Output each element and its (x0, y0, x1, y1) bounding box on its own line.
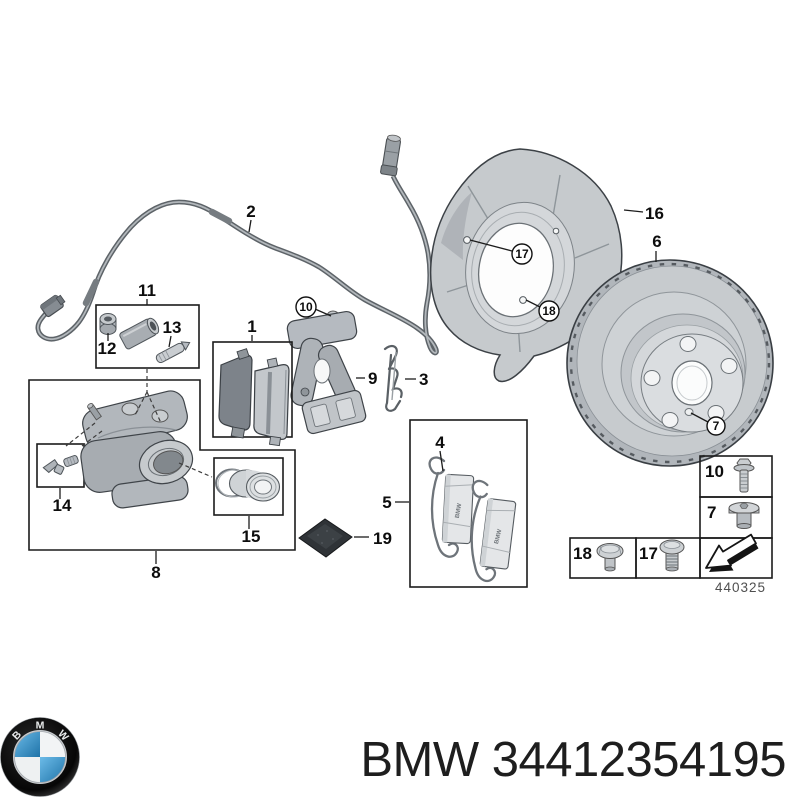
bolt-10-glyph (733, 458, 755, 493)
set-screw-hole (684, 408, 694, 416)
callout-1: 1 (247, 317, 256, 336)
sensor-connector-plug (380, 134, 402, 177)
caliper-carrier (286, 310, 367, 435)
cell-direction-arrow (699, 537, 773, 579)
callout-4: 4 (435, 433, 445, 452)
bolt-17-glyph (659, 539, 685, 572)
wheel-bolt-hole (643, 370, 661, 386)
vent-slots (569, 262, 771, 464)
center-bore (671, 360, 713, 406)
callout-3: 3 (419, 370, 428, 389)
circled-7 (706, 416, 726, 436)
table-label-10: 10 (705, 462, 724, 481)
wheel-bolt-hole (661, 412, 679, 428)
part-number-caption: BMW 34412354195 (360, 733, 786, 787)
callout-6: 6 (652, 232, 661, 251)
fastener-table: 440325 (569, 455, 773, 595)
logo-letter-m: M (36, 720, 45, 732)
callout-15: 15 (242, 527, 261, 546)
brake-caliper (80, 390, 194, 509)
brake-disc (566, 259, 774, 467)
circled-callouts: 10 17 18 7 (295, 243, 726, 436)
box-brake-pads-1 (212, 341, 293, 438)
bleeder-valve-on-caliper (87, 403, 102, 421)
guide-sleeve (119, 317, 160, 350)
callout-13: 13 (163, 318, 182, 337)
wheel-bolt-hole (720, 358, 738, 374)
clip-brand-marking: BMW (455, 503, 464, 519)
callout-16: 16 (645, 204, 664, 223)
box-clip-kit-4-5 (409, 419, 528, 588)
svg-text:10: 10 (299, 300, 313, 314)
backing-plate (429, 148, 623, 383)
callout-11: 11 (138, 281, 156, 300)
paste-sachet (298, 518, 353, 558)
callout-2: 2 (246, 202, 255, 221)
anti-rattle-spring (383, 345, 403, 412)
clip-brand-marking: BMW (494, 528, 504, 544)
bolt-7-glyph (728, 502, 760, 529)
bleeder-kit (42, 455, 79, 475)
bleeder-cap (63, 455, 79, 467)
bolt-18-glyph (596, 543, 624, 572)
circled-10 (295, 296, 317, 318)
svg-text:7: 7 (713, 419, 720, 433)
drawing-number: 440325 (715, 580, 766, 595)
guide-pin-13 (155, 341, 191, 364)
wire-grommet (82, 278, 100, 307)
box-seal-15 (213, 457, 284, 516)
plate-screw-hole-17 (463, 236, 471, 244)
callout-8: 8 (151, 563, 160, 582)
table-label-7: 7 (707, 503, 716, 522)
wheel-bolt-hole (679, 336, 697, 352)
table-label-17: 17 (639, 544, 658, 563)
retaining-clip-right: BMW (470, 479, 517, 583)
brake-pad-set (218, 348, 290, 447)
wire-sleeve (208, 208, 233, 225)
caliper-piston-bore (138, 439, 194, 485)
callout-9: 9 (368, 369, 377, 388)
mounting-direction-arrow-icon (705, 533, 759, 572)
callout-labels: 2 11 12 13 1 16 6 9 3 4 5 19 14 15 8 18 … (53, 202, 724, 582)
pad-front (253, 364, 290, 440)
callout-5: 5 (382, 493, 391, 512)
pad-rear (218, 354, 253, 431)
callout-12: 12 (98, 339, 117, 358)
svg-text:18: 18 (542, 304, 556, 318)
leader-lines (59, 209, 709, 564)
sensor-head (40, 294, 66, 318)
retaining-clip-left: BMW (428, 456, 475, 558)
callout-19: 19 (373, 529, 392, 548)
circled-17 (511, 243, 533, 265)
svg-text:17: 17 (515, 247, 529, 261)
plate-screw-hole-18 (519, 296, 527, 304)
box-caliper-8 (28, 379, 296, 551)
circled-18 (538, 300, 560, 322)
callout-14: 14 (53, 496, 72, 515)
table-label-18: 18 (573, 544, 592, 563)
wear-sensor-wire (35, 134, 439, 356)
bmw-logo: B M W (0, 717, 80, 797)
guide-bush-12 (99, 313, 117, 335)
piston-seal-kit (215, 468, 281, 502)
guide-pin-boss (121, 402, 139, 416)
